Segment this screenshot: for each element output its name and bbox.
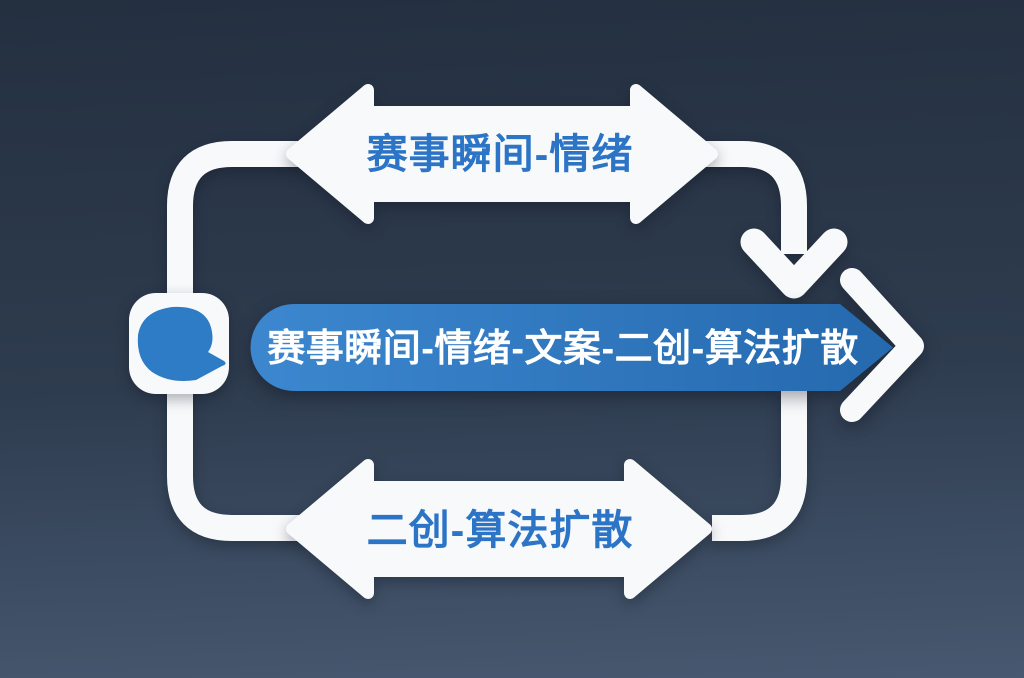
loop-top-right-segment [704,141,807,254]
chevron-right-icon [840,268,924,422]
chat-badge [129,293,229,394]
banner-pill [250,304,894,391]
bottom-double-arrow-icon [286,459,712,599]
bottom-arrow-label: 二创-算法扩散 [367,507,634,553]
banner-label: 赛事瞬间-情绪-文案-二创-算法扩散 [267,328,859,370]
arrow-down-icon [740,228,848,299]
top-arrow-group [286,84,718,224]
top-double-arrow-icon [286,84,718,224]
chat-bubble-icon [137,306,226,381]
banner-group [250,268,924,422]
top-arrow-label: 赛事瞬间-情绪 [367,131,634,177]
loop-bottom-right-segment [712,388,807,541]
bottom-arrow-group [286,459,712,599]
